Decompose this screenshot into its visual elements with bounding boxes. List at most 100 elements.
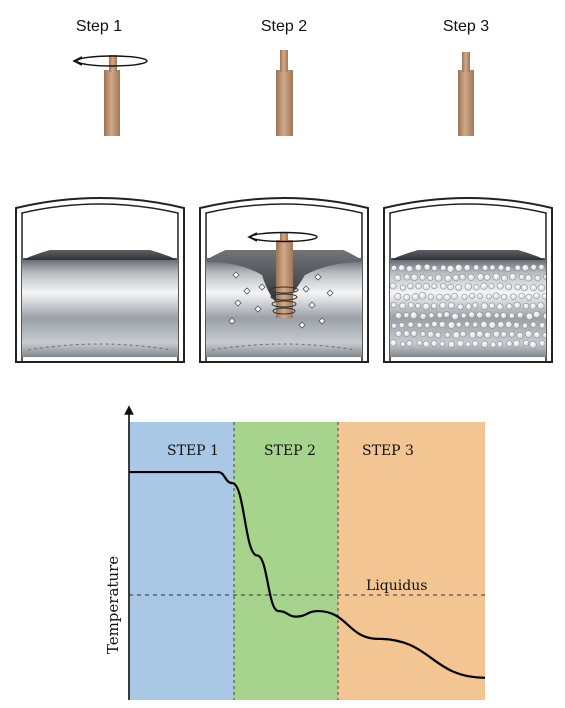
grain-particle [542,332,546,339]
grain-particle [505,283,513,291]
grain-particle [505,320,513,329]
grain-particle [468,331,477,339]
grain-particle [501,274,508,282]
grain-particle [529,284,537,292]
grain-particle [430,340,438,347]
step1-band [129,422,234,700]
grain-particle [422,302,430,311]
grain-particle [411,293,420,301]
grain-particle [443,311,450,318]
grain-particle [390,339,397,347]
grain-particle [482,264,489,272]
grain-particle [422,340,430,348]
grain-particle [455,264,463,272]
grain-particle [415,302,421,309]
grain-particle [518,292,525,300]
grain-particle [431,321,438,328]
grain-particle [461,293,468,300]
arrowhead-icon [72,56,83,66]
grain-particle [419,312,427,320]
grain-particle [488,283,495,290]
grain-particle [488,302,496,309]
grain-particle [420,331,426,338]
grain-particle [520,284,528,292]
grain-particle [455,284,462,291]
grain-particle [497,321,505,329]
grain-particle [476,330,484,338]
grain-particle [456,339,465,348]
grain-particle [452,274,460,282]
crucible-step2 [199,197,369,363]
grain-particle [484,311,492,319]
grain-particle [492,292,500,300]
grain-particle [444,332,451,338]
grain-particle [522,303,530,310]
step3-band [338,422,485,700]
grain-particle [439,341,446,347]
step2-rod-icon [276,50,293,136]
grain-particle [533,331,541,339]
grain-particle [493,312,500,319]
grain-particle [447,321,456,329]
grain-particle [522,339,530,347]
step3-rod-icon [458,52,474,136]
grain-particle [434,331,442,339]
grain-particle [514,283,522,291]
grain-particle [399,341,406,348]
grain-particle [424,322,431,329]
temperature-chart: Liquidus STEP 1 STEP 2 STEP 3 Temperatur… [104,405,486,700]
grain-particle [469,292,476,299]
grain-particle [440,282,447,290]
grain-particle [463,321,471,328]
grain-particle [428,312,435,319]
grain-particle [500,312,507,319]
grain-particle [509,273,517,281]
grain-particle [476,273,485,281]
grain-particle [480,320,488,329]
grain-particle [431,265,438,272]
grain-particle [460,312,467,319]
grain-particle [463,264,471,272]
grain-particle [446,265,455,273]
grain-particle [444,274,452,283]
grain-particle [465,303,472,310]
grain-particle [410,273,419,282]
swirl-icon [269,286,299,315]
temperature-curve [129,470,486,679]
grain-particle [514,264,521,272]
grain-particle [403,330,410,337]
y-axis-label: Temperature [104,556,122,654]
grain-particle [418,291,427,300]
grain-particle [543,312,546,320]
grain-particle [438,321,446,328]
grain-particle [525,312,534,321]
grain-particle [457,303,464,311]
grain-particle [415,282,422,290]
grain-particle [490,341,497,348]
grain-particle [447,302,455,309]
grain-particle [537,302,545,310]
grain-particle [489,264,496,271]
grain-particle [427,293,435,301]
grain-particle [423,263,431,271]
grain-particle [472,321,479,328]
grain-particle [407,321,414,328]
grain-particle [399,284,406,291]
grain-particle [492,272,501,281]
grain-particle [477,293,484,300]
grain-particle [436,312,443,319]
grain-particle [496,303,504,311]
grain-particle [468,311,476,319]
grain-particle [394,292,402,301]
grain-particle [524,274,533,282]
grain-particle [395,312,402,319]
grain-particle [407,282,414,290]
grain-particle [406,265,414,273]
grain-particle [455,321,462,328]
grain-particle [534,275,541,282]
grain-particle [471,340,479,348]
grain-particle [530,321,537,328]
grain-particle [537,284,546,292]
step2-title: Step 2 [261,18,307,35]
grain-particle [516,332,524,339]
